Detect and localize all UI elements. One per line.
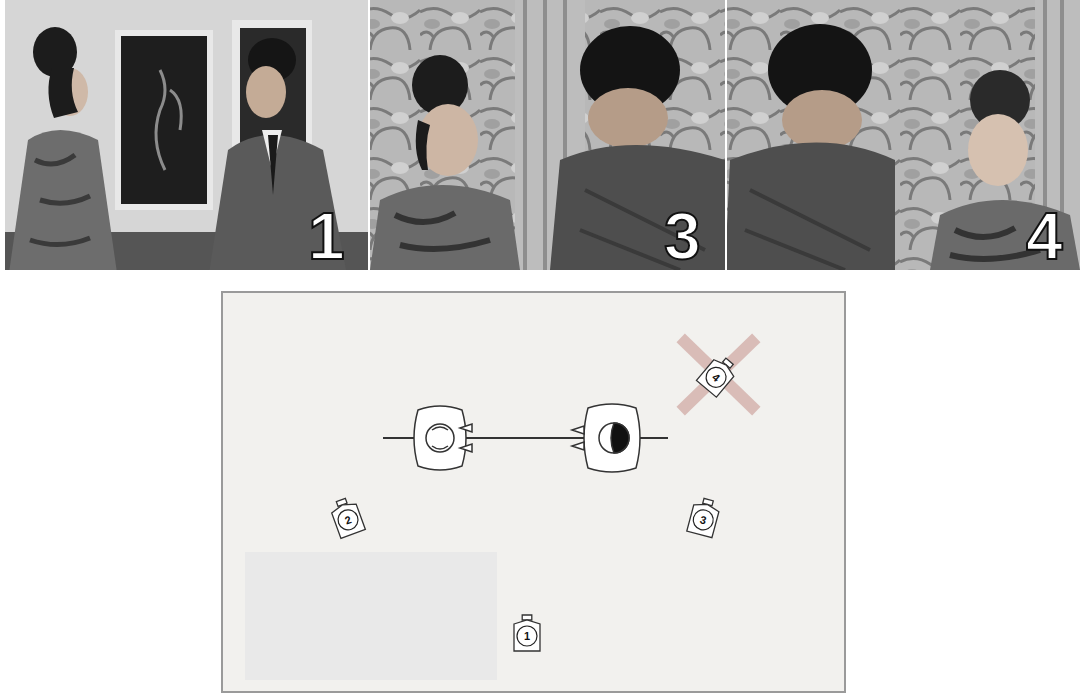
film-still <box>727 0 1080 270</box>
shot-number: 1 <box>308 203 345 269</box>
film-still <box>5 0 368 270</box>
shot-number: 3 <box>664 203 701 269</box>
film-still <box>370 0 725 270</box>
floor-plan <box>222 292 845 692</box>
shot-number: 4 <box>1026 203 1063 269</box>
camera-number: 1 <box>512 630 542 642</box>
camera-position: 1 <box>512 614 542 652</box>
